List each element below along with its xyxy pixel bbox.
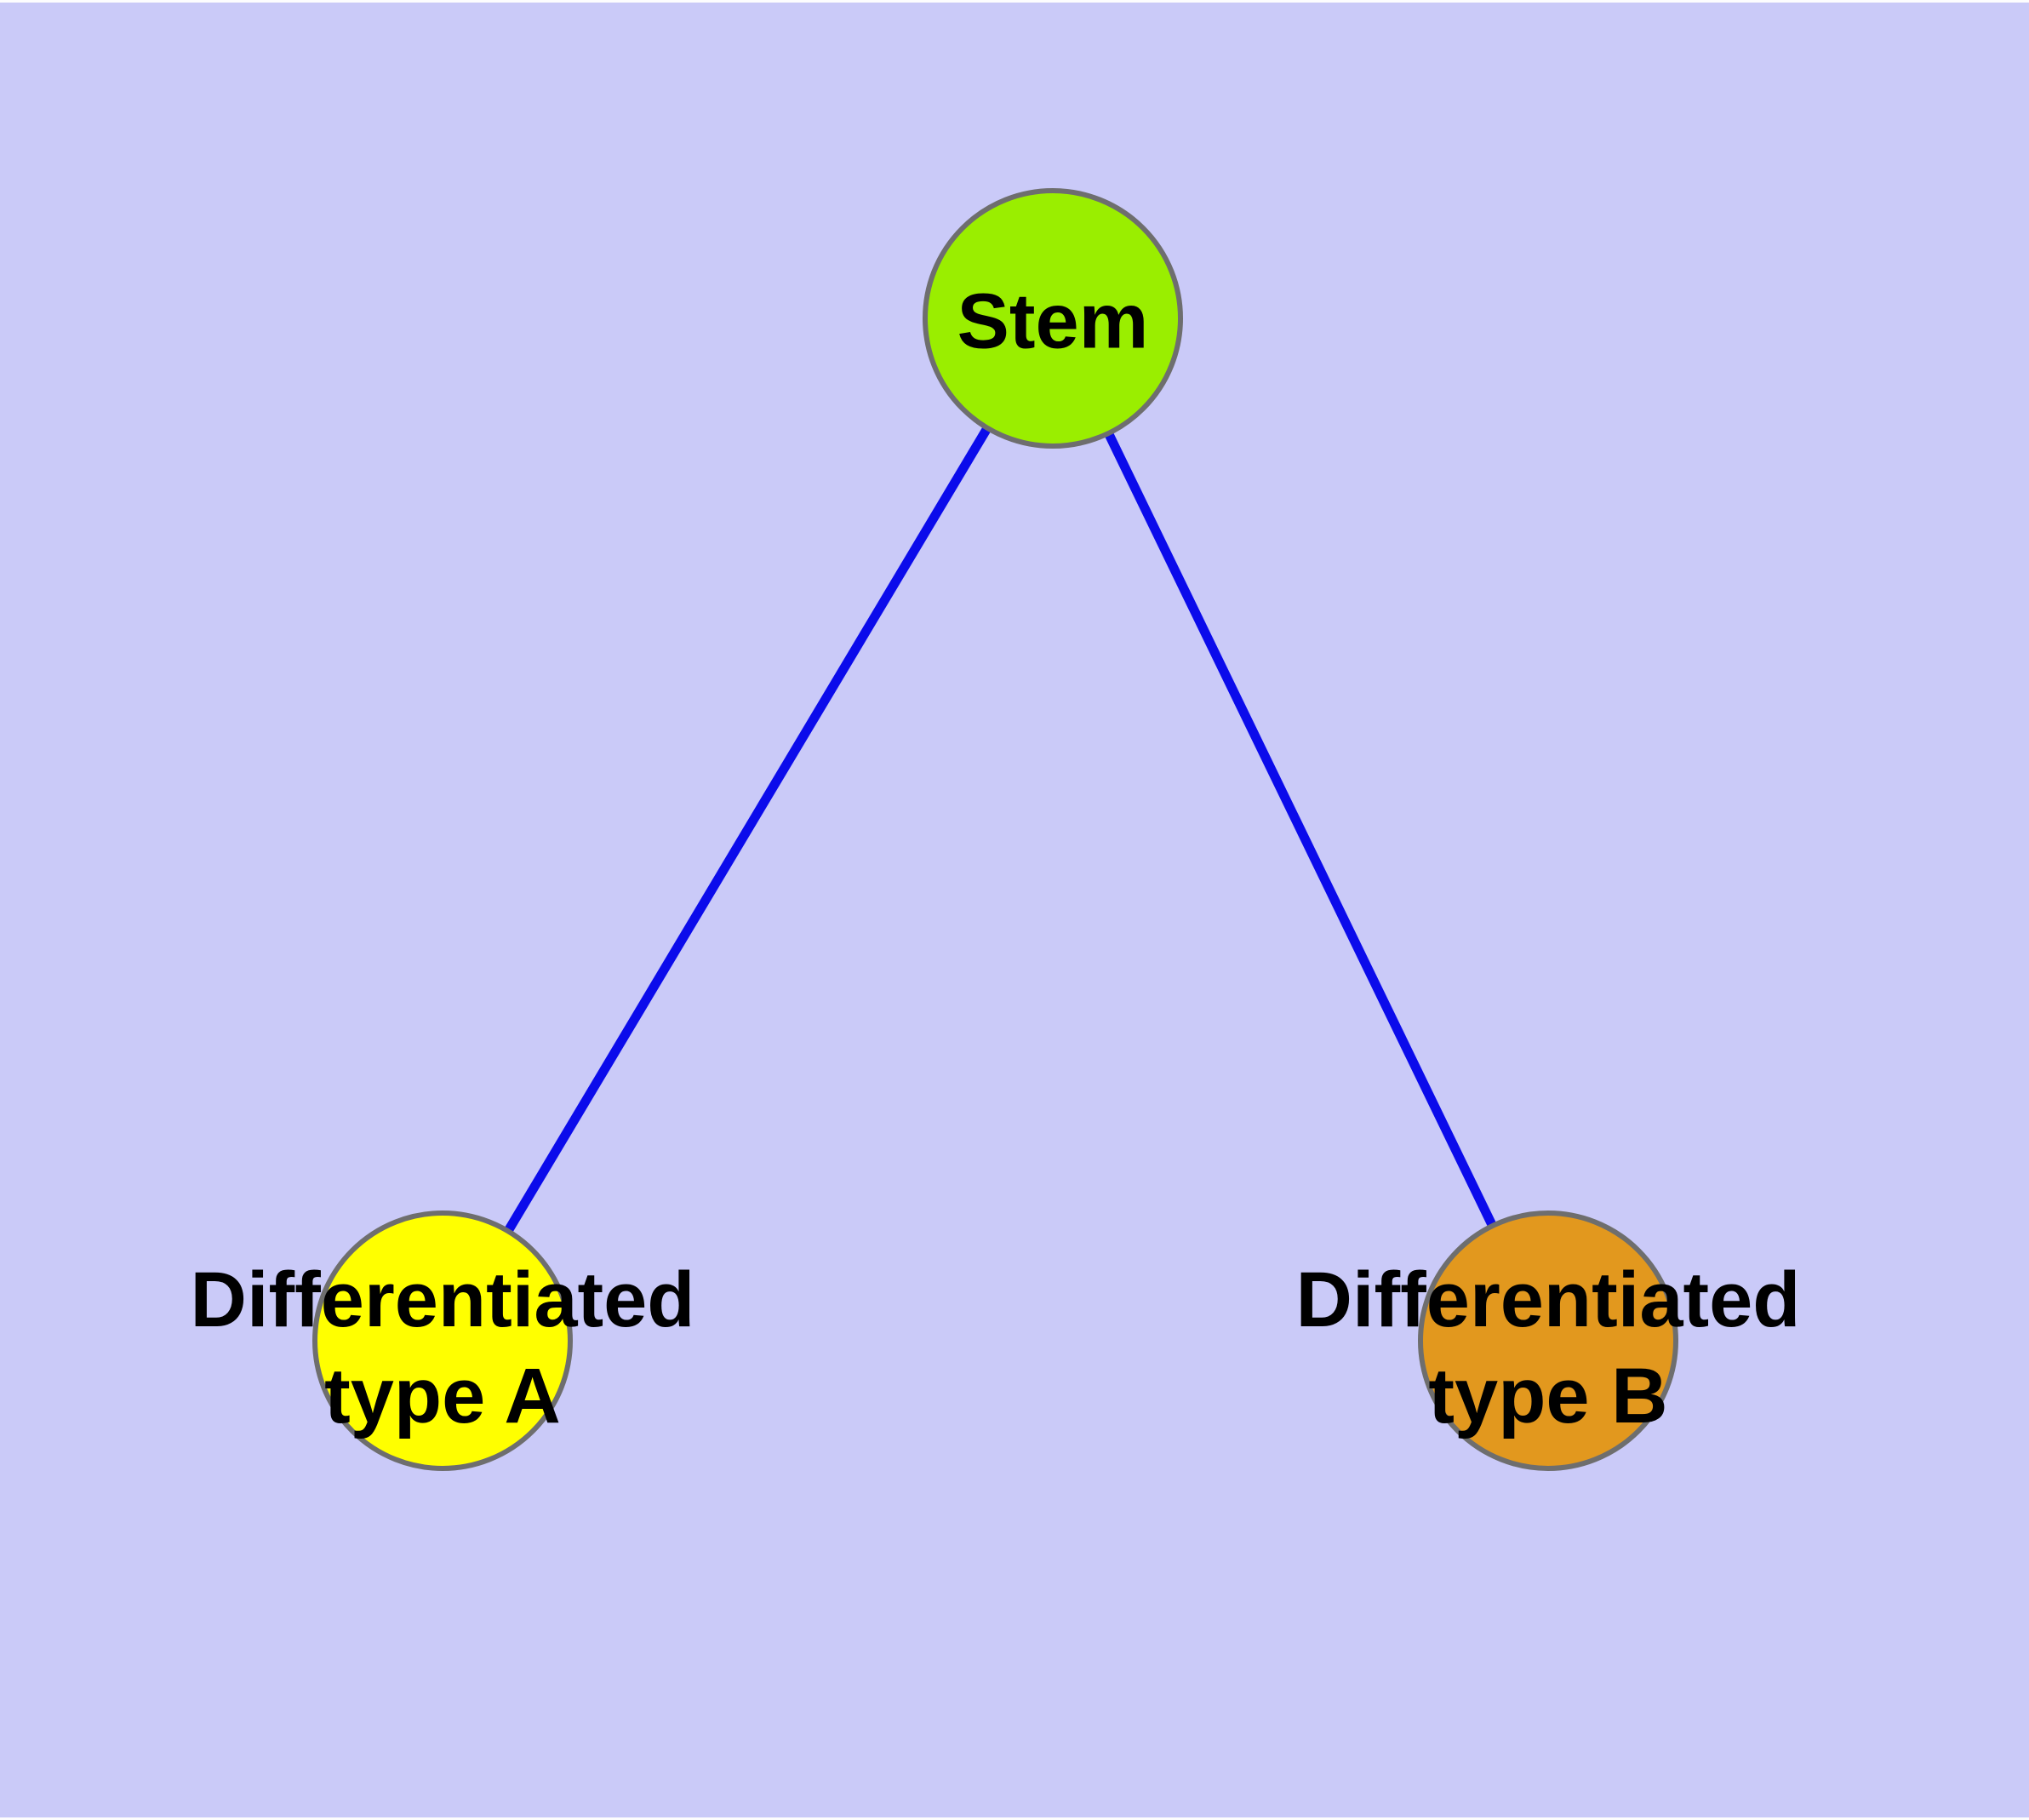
edge-stem-to-type-b	[1049, 316, 1552, 1343]
canvas-bottom-border	[0, 1817, 2029, 1820]
node-type-b-circle[interactable]	[1418, 1210, 1678, 1471]
node-stem-label: Stem	[957, 278, 1149, 365]
node-type-a-label: Differentiated type A	[190, 1256, 695, 1439]
edge-stem-to-type-a	[438, 316, 1057, 1343]
node-stem-circle[interactable]	[923, 188, 1183, 449]
node-type-a-circle[interactable]	[312, 1210, 573, 1471]
canvas-top-border	[0, 0, 2029, 3]
node-type-b-label: Differentiated type B	[1295, 1256, 1801, 1439]
